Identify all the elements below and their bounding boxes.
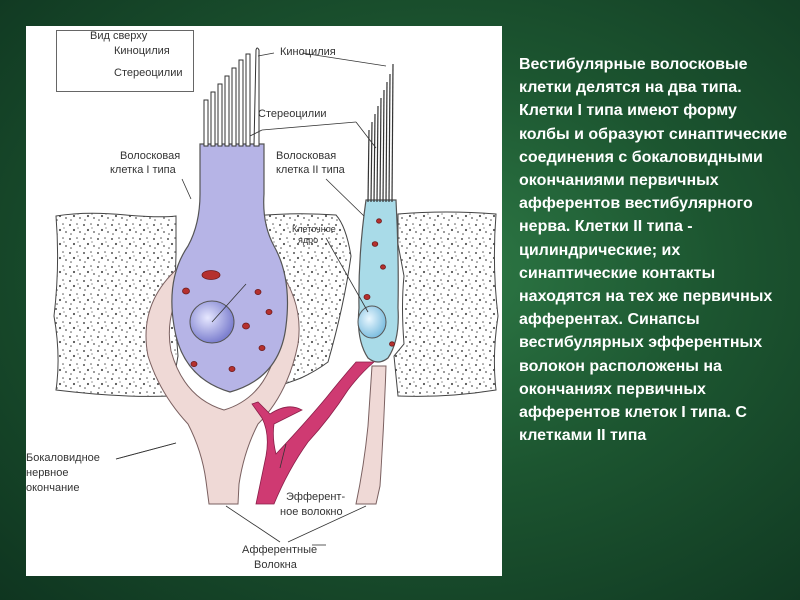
label-hair-cell-type2-l2: клетка II типа xyxy=(276,164,345,176)
afferent-fiber-type2 xyxy=(355,365,387,505)
nucleus-type2 xyxy=(357,305,387,339)
hair-cells-diagram: Вид сверху Киноцилия Стереоцилии Киноцил… xyxy=(26,26,502,576)
label-stereocilia: Стереоцилии xyxy=(258,108,327,120)
diagram-drawing xyxy=(53,47,499,546)
label-nucleus-l2: ядро xyxy=(298,235,319,245)
leader-lines xyxy=(83,50,387,546)
legend-kinocilia: Киноцилия xyxy=(114,45,170,57)
label-calyx-l3: окончание xyxy=(26,482,80,494)
label-kinocilia: Киноцилия xyxy=(280,46,336,58)
label-hair-cell-type2-l1: Волосковая xyxy=(276,150,337,162)
organelles-type2 xyxy=(363,218,395,347)
label-afferent-l1: Афферентные xyxy=(242,544,318,556)
hair-cell-type2 xyxy=(357,199,399,363)
label-calyx-l2: нервное xyxy=(26,467,69,479)
label-afferent-l2: Волокна xyxy=(254,559,297,571)
kinocilium-type1 xyxy=(253,47,260,147)
label-efferent-l1: Эфферент- xyxy=(286,491,346,503)
label-hair-cell-type1-l2: клетка I типа xyxy=(110,164,176,176)
label-nucleus-l1: Клеточное xyxy=(292,224,336,234)
efferent-fiber xyxy=(251,361,376,505)
label-calyx-l1: Бокаловидное xyxy=(26,452,100,464)
stereocilia-type2 xyxy=(367,63,394,203)
legend-stereocilia: Стереоцилии xyxy=(114,67,183,79)
organelles-type1 xyxy=(182,270,273,372)
label-efferent-l2: ное волокно xyxy=(280,506,343,518)
top-view-legend xyxy=(56,30,194,92)
legend-title: Вид сверху xyxy=(90,30,148,42)
slide-description-text: Вестибулярные волосковые клетки делятся … xyxy=(519,56,788,445)
stereocilia-type1 xyxy=(203,53,251,147)
epithelium-right xyxy=(393,211,499,397)
label-hair-cell-type1-l1: Волосковая xyxy=(120,150,181,162)
hair-cell-type1 xyxy=(171,143,289,393)
